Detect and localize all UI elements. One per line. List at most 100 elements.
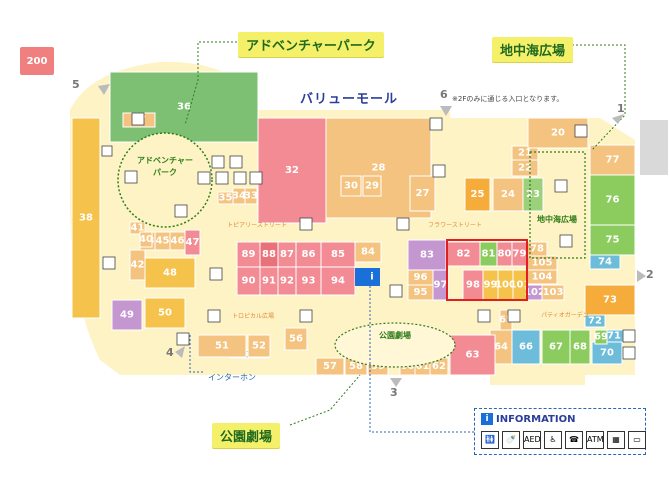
shop-number-38: 38: [79, 213, 93, 224]
second-floor-note: ※2Fのみに通じる入口となります。: [452, 95, 564, 103]
shop-52[interactable]: 52: [247, 334, 271, 358]
shop-40[interactable]: 40: [139, 231, 153, 248]
shop-number-34: 34: [232, 191, 246, 202]
phone-icon: ☎: [565, 431, 583, 449]
shop-89[interactable]: 89: [236, 241, 261, 268]
shop-number-101: 101: [510, 280, 531, 291]
shop-block-57: [315, 357, 345, 376]
shop-91[interactable]: 91: [259, 266, 279, 296]
shop-number-81: 81: [482, 249, 496, 260]
shop-69[interactable]: 69: [594, 329, 608, 345]
shop-104[interactable]: 104: [526, 269, 558, 285]
escalator-icon: [176, 332, 190, 346]
shop-63[interactable]: 63: [449, 334, 496, 376]
shop-46[interactable]: 46: [169, 231, 186, 251]
adventure-plaza-label-1: アドベンチャー: [137, 156, 193, 165]
shop-29[interactable]: 29: [362, 175, 382, 197]
shop-24[interactable]: 24: [492, 177, 524, 212]
shop-80[interactable]: 80: [496, 241, 513, 267]
restroom-icon: 🚻: [481, 431, 499, 449]
shop-97[interactable]: 97: [432, 269, 449, 301]
nursing-icon: [622, 346, 636, 360]
shop-45[interactable]: 45: [154, 231, 171, 251]
shop-number-79: 79: [513, 249, 527, 260]
information-legend: i INFORMATION 🚻 🍼 AED ♿ ☎ ATM ▦ ▭: [474, 408, 646, 455]
shop-32[interactable]: 32: [257, 117, 327, 224]
shop-38[interactable]: 38: [71, 117, 101, 319]
shop-50[interactable]: 50: [144, 297, 186, 329]
shop-22[interactable]: 22: [511, 159, 539, 177]
shop-79[interactable]: 79: [511, 241, 528, 267]
shop-block-67: [541, 329, 571, 365]
shop-70[interactable]: 70: [591, 341, 623, 365]
shop-68[interactable]: 68: [569, 329, 591, 365]
shop-number-99: 99: [484, 280, 498, 291]
shop-number-71: 71: [607, 331, 621, 342]
shop-88[interactable]: 88: [259, 241, 279, 268]
shop-21[interactable]: 21: [511, 145, 539, 161]
shop-number-78: 78: [530, 244, 544, 255]
shop-block-83: [407, 239, 447, 271]
shop-94[interactable]: 94: [320, 266, 356, 296]
shop-number-30: 30: [344, 181, 358, 192]
shop-25[interactable]: 25: [464, 177, 491, 212]
shop-67[interactable]: 67: [541, 329, 571, 365]
escalator-icon: [554, 179, 568, 193]
shop-98[interactable]: 98: [462, 269, 484, 301]
shop-86[interactable]: 86: [295, 241, 322, 268]
shop-35[interactable]: 35: [217, 191, 234, 205]
shop-number-45: 45: [156, 236, 170, 247]
shop-block-73: [584, 284, 636, 316]
shop-81[interactable]: 81: [479, 241, 498, 267]
shop-96[interactable]: 96: [407, 269, 434, 286]
shop-75[interactable]: 75: [589, 224, 636, 256]
shop-93[interactable]: 93: [295, 266, 322, 296]
shop-95[interactable]: 95: [407, 284, 434, 301]
shop-90[interactable]: 90: [236, 266, 261, 296]
shop-51[interactable]: 51: [197, 334, 247, 358]
shop-74[interactable]: 74: [589, 254, 621, 270]
shop-49[interactable]: 49: [111, 299, 143, 331]
adventure-park-circle: [117, 132, 213, 228]
shop-92[interactable]: 92: [277, 266, 297, 296]
shop-85[interactable]: 85: [320, 241, 356, 268]
shop-number-103: 103: [543, 287, 564, 298]
shop-66[interactable]: 66: [511, 329, 541, 365]
shop-number-48: 48: [163, 268, 177, 279]
shop-73[interactable]: 73: [584, 284, 636, 316]
shop-77[interactable]: 77: [589, 144, 636, 176]
shop-82[interactable]: 82: [446, 241, 481, 267]
shop-number-47: 47: [186, 237, 200, 248]
shop-72[interactable]: 72: [584, 314, 606, 328]
shop-block-49: [111, 299, 143, 331]
shop-103[interactable]: 103: [541, 284, 565, 301]
shop-30[interactable]: 30: [340, 175, 362, 197]
shop-number-21: 21: [518, 148, 532, 159]
shop-83[interactable]: 83: [407, 239, 447, 271]
park-theater-callout[interactable]: 公園劇場: [212, 423, 281, 448]
shop-block-76: [589, 174, 636, 226]
shop-47[interactable]: 47: [184, 229, 201, 256]
escalator-icon: [396, 217, 410, 231]
shop-33[interactable]: 33: [244, 187, 258, 205]
shop-27[interactable]: 27: [409, 175, 436, 212]
entrance-arrow-2: [637, 270, 646, 282]
shop-41[interactable]: 41: [129, 221, 146, 235]
shop-number-68: 68: [573, 342, 587, 353]
shop-36[interactable]: 36: [109, 71, 259, 143]
shop-56[interactable]: 56: [284, 327, 308, 351]
shop-23[interactable]: 23: [522, 177, 544, 212]
shop-block-52: [247, 334, 271, 358]
shop-42[interactable]: 42: [129, 249, 146, 281]
shop-87[interactable]: 87: [277, 241, 297, 268]
shop-48[interactable]: 48: [144, 257, 196, 289]
mediterranean-plaza-callout[interactable]: 地中海広場: [492, 37, 574, 62]
shop-57[interactable]: 57: [315, 357, 345, 376]
shop-block-42: [129, 249, 146, 281]
shop-number-36: 36: [177, 102, 191, 113]
shop-84[interactable]: 84: [354, 241, 382, 263]
adventure-park-callout[interactable]: アドベンチャーパーク: [238, 32, 384, 57]
shop-76[interactable]: 76: [589, 174, 636, 226]
shop-block-36: [109, 71, 259, 143]
